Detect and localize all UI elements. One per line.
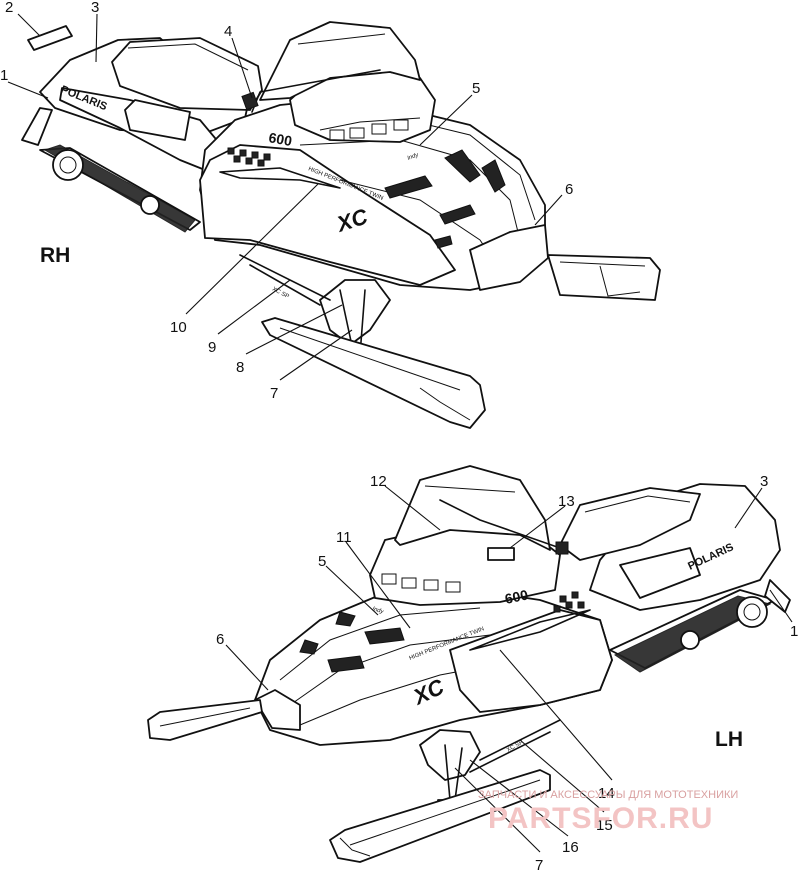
callout-rh-6: 6 bbox=[565, 181, 573, 198]
checker-stripe-decal bbox=[227, 147, 271, 167]
callout-lh-6: 6 bbox=[216, 631, 224, 648]
callout-lh-12: 12 bbox=[370, 473, 387, 490]
callout-lh-3: 3 bbox=[760, 473, 768, 490]
callout-rh-4: 4 bbox=[224, 23, 232, 40]
callout-lh-11: 11 bbox=[336, 529, 352, 546]
callout-rh-3: 3 bbox=[91, 0, 99, 16]
callout-rh-10: 10 bbox=[170, 319, 187, 336]
lh-callouts: 3 1 12 13 11 5 6 14 15 16 7 bbox=[216, 473, 798, 874]
callout-lh-13: 13 bbox=[558, 493, 575, 510]
callout-rh-2: 2 bbox=[5, 0, 13, 16]
callout-lh-1: 1 bbox=[790, 623, 798, 640]
gauge-row-lh bbox=[381, 573, 461, 593]
callout-lh-16: 16 bbox=[562, 839, 579, 856]
watermark: ЗАПЧАСТИ И АКСЕССУАРЫ ДЛЯ МОТОТЕХНИКИ PA… bbox=[478, 789, 738, 835]
rh-indy-decal: Indy bbox=[407, 152, 421, 162]
callout-rh-7: 7 bbox=[270, 385, 278, 402]
watermark-tagline: ЗАПЧАСТИ И АКСЕССУАРЫ ДЛЯ МОТОТЕХНИКИ bbox=[478, 789, 738, 801]
lh-600-decal: 600 bbox=[503, 586, 529, 607]
checker-stripe-decal-lh bbox=[553, 591, 585, 613]
callout-rh-1: 1 bbox=[0, 67, 8, 84]
callout-rh-9: 9 bbox=[208, 339, 216, 356]
callout-lh-14: 14 bbox=[598, 785, 615, 802]
view-label-lh: LH bbox=[715, 728, 743, 751]
rh-callouts: 1 2 3 4 5 6 7 8 9 10 bbox=[0, 0, 573, 402]
rh-600-decal: 600 bbox=[267, 129, 293, 149]
snowmobile-rh-view: POLARIS 600 XC HIGH PERFORMANCE TWIN Ind… bbox=[21, 21, 661, 429]
view-label-rh: RH bbox=[40, 244, 70, 267]
watermark-site: PARTSFOR.RU bbox=[488, 802, 713, 835]
rh-leader-lines bbox=[7, 13, 563, 381]
snowmobile-lh-view: POLARIS 600 XC HIGH PERFORMANCE TWIN Ind… bbox=[147, 465, 791, 863]
callout-lh-7: 7 bbox=[535, 857, 543, 874]
callout-lh-15: 15 bbox=[596, 817, 613, 834]
callout-rh-5: 5 bbox=[472, 80, 480, 97]
decal-patch-2 bbox=[27, 25, 73, 51]
lh-indy-decal: Indy bbox=[371, 606, 385, 616]
rh-xcsp-decal: XC SP bbox=[271, 286, 290, 300]
gauge-row bbox=[329, 119, 409, 141]
callout-lh-5: 5 bbox=[318, 553, 326, 570]
lh-leader-lines bbox=[225, 485, 793, 853]
callout-rh-8: 8 bbox=[236, 359, 244, 376]
